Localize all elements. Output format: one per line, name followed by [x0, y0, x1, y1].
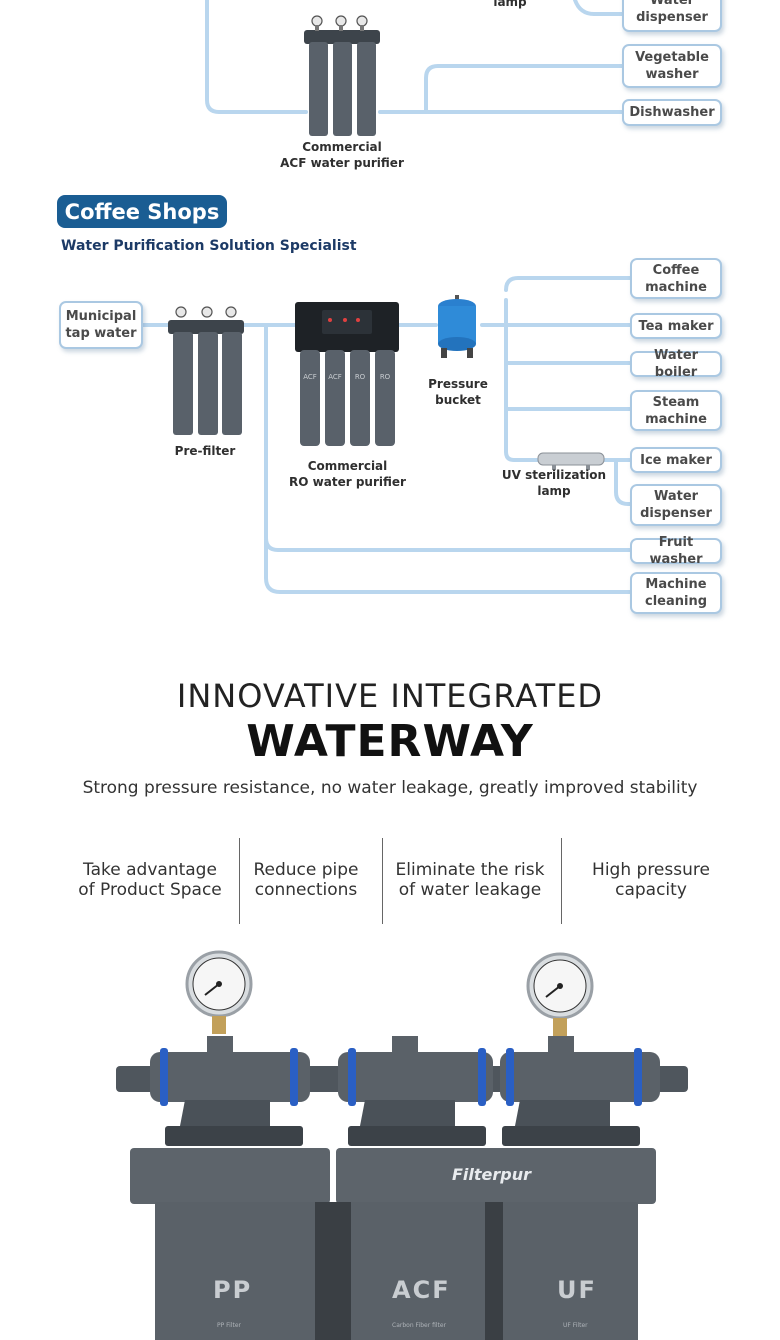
feature-product-space: Take advantage of Product Space [78, 860, 222, 900]
output-coffee-machine: Coffee machine [630, 258, 722, 299]
output-water-dispenser: Water dispenser [630, 484, 722, 526]
waterway-title-line1: INNOVATIVE INTEGRATED [176, 677, 604, 715]
feature-divider [382, 838, 383, 924]
cartridge-label-acf: ACF [392, 1276, 451, 1304]
section-subtitle: Water Purification Solution Specialist [61, 238, 357, 254]
ro-cartridge-label: RO [354, 373, 366, 381]
waterway-title-line2: WATERWAY [246, 716, 534, 767]
uv-lamp-label: UV sterilization lamp [501, 468, 607, 498]
output-machine-cleaning: Machine cleaning [630, 572, 722, 614]
pipe-to-dispenser [573, 0, 624, 16]
output-vegetable-washer: Vegetable washer [622, 44, 722, 88]
prefilter-label: Pre-filter [174, 444, 236, 458]
pipe-to-vegetable [424, 64, 624, 114]
output-tea-maker: Tea maker [630, 313, 722, 339]
pressure-gauge-icon [526, 952, 594, 1036]
output-fruit-washer: Fruit washer [630, 535, 722, 567]
ro-purifier-device [295, 302, 399, 446]
feature-divider [239, 838, 240, 924]
ro-cartridge-label: ACF [303, 373, 317, 381]
product-filter-system [116, 950, 688, 1340]
cartridge-label-uf: UF [557, 1276, 597, 1304]
cartridge-sub-pp: PP Filter [217, 1322, 242, 1329]
cartridge-sub-acf: Carbon Fiber filter [392, 1322, 447, 1329]
uv-lamp-device [537, 452, 605, 470]
pipe-machine-cleaning [264, 538, 632, 594]
output-ice-maker: Ice maker [630, 447, 722, 473]
pressure-bucket-label: Pressure bucket [428, 377, 488, 407]
brand-logo: Filterpur [452, 1165, 532, 1184]
prefilter-device [168, 306, 244, 435]
feature-reduce-connections: Reduce pipe connections [253, 860, 359, 900]
lamp-partial-label: lamp [493, 0, 527, 9]
pressure-bucket-device [438, 295, 476, 358]
pipe-uv-to-dispenser [614, 458, 632, 506]
pipe-left-loop [205, 0, 308, 114]
source-municipal-tap-water: Municipal tap water [59, 301, 143, 349]
pipe-fruit [264, 323, 632, 552]
acf-purifier-label: Commercial ACF water purifier [280, 140, 404, 170]
output-steam-machine: Steam machine [630, 390, 722, 431]
feature-no-leakage: Eliminate the risk of water leakage [395, 860, 545, 900]
pressure-gauge-icon [185, 950, 253, 1034]
feature-high-pressure: High pressure capacity [592, 860, 710, 900]
output-water-boiler: Water boiler [630, 348, 722, 380]
waterway-description: Strong pressure resistance, no water lea… [82, 778, 698, 798]
ro-cartridge-label: RO [379, 373, 391, 381]
section-badge: Coffee Shops [57, 195, 227, 228]
cartridge-sub-uf: UF Filter [563, 1322, 588, 1329]
acf-purifier-device [304, 15, 380, 136]
output-water-dispenser-top: Water dispenser [622, 0, 722, 32]
ro-purifier-label: Commercial RO water purifier [289, 459, 406, 489]
pipe-manifold [504, 298, 542, 462]
ro-cartridge-label: ACF [328, 373, 342, 381]
cartridge-label-pp: PP [213, 1276, 253, 1304]
top-pipe-diagram [205, 0, 624, 136]
coffee-pipe-diagram [140, 276, 632, 594]
pipe-manifold-top [504, 276, 632, 292]
feature-divider [561, 838, 562, 924]
output-dishwasher: Dishwasher [622, 99, 722, 126]
